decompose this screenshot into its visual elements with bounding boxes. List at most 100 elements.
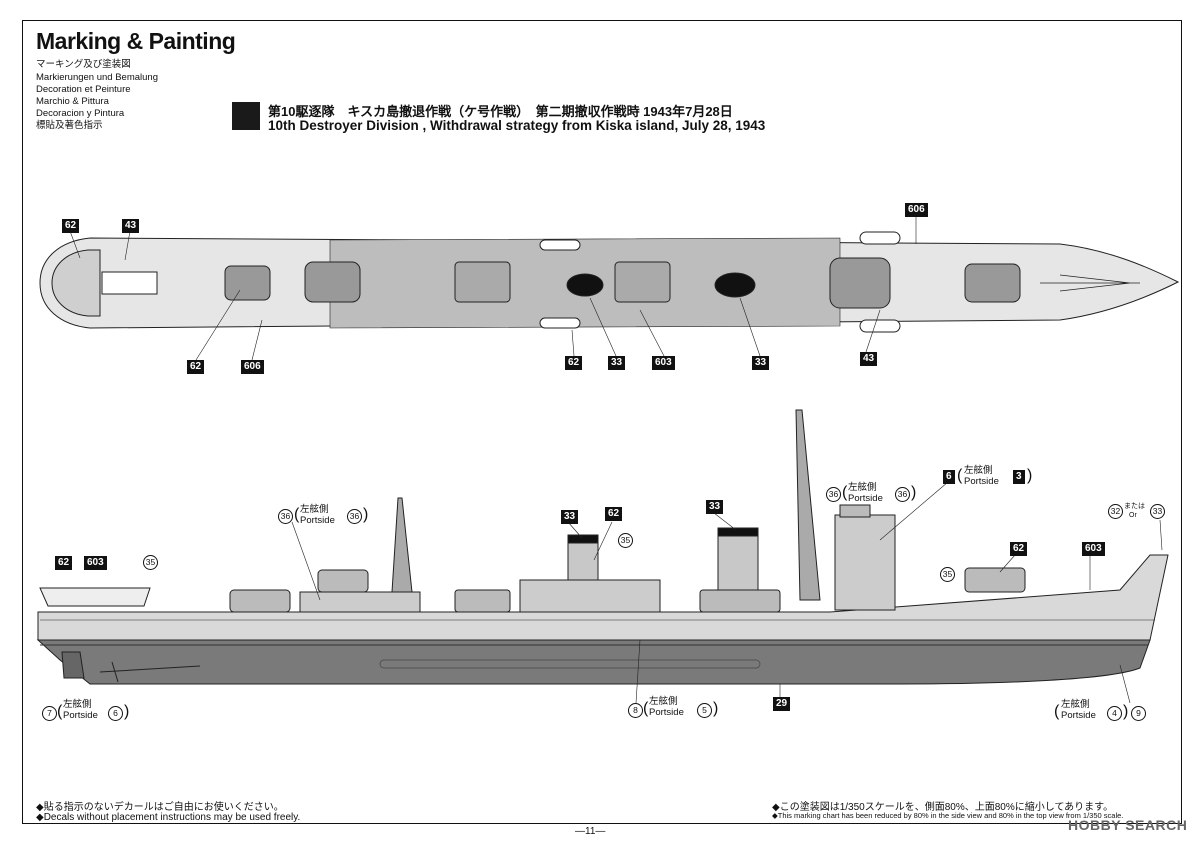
side-view-torpedo-mount-aft — [454, 589, 511, 613]
top-view-launch — [859, 231, 901, 245]
top-view-torpedo-mount-fwd — [614, 261, 671, 303]
portside-en-bridge: Portside — [848, 493, 883, 504]
paren-open-bow: ( — [1054, 703, 1060, 720]
portside-jp-stern: 左舷側 — [63, 699, 92, 710]
side-view-funnel-fwd-band — [717, 527, 759, 537]
top-view-stern-grating — [101, 271, 158, 295]
circle-8-mid: 8 — [628, 703, 643, 718]
side-view-propeller-shaft — [99, 661, 201, 683]
note-left-en: ◆Decals without placement instructions m… — [36, 812, 301, 823]
portside-jp-bow: 左舷側 — [1061, 699, 1090, 710]
top-view-aft-turret-3 — [224, 265, 271, 301]
portside-en-aft: Portside — [300, 515, 335, 526]
circle-7-stern: 7 — [42, 706, 57, 721]
subtitle-cn: 標貼及著色指示 — [36, 120, 103, 131]
circle-36-bridge-portside: 36 — [895, 487, 910, 502]
top-view-stern-deck — [51, 249, 101, 317]
callout-tag-43-stern: 43 — [122, 219, 140, 233]
side-tag-3-bridge-portside: 3 — [1013, 470, 1025, 484]
top-view-boat-port — [539, 239, 581, 251]
side-view-aft-superstructure — [299, 591, 421, 613]
top-view-fwd-turret — [964, 263, 1021, 303]
portside-en-6: Portside — [964, 476, 999, 487]
side-tag-29-hull: 29 — [773, 697, 791, 711]
circle-36-bridge: 36 — [826, 487, 841, 502]
top-view-launch-2 — [859, 319, 901, 333]
side-view-stern-boat — [39, 587, 151, 607]
scheme-title-en: 10th Destroyer Division , Withdrawal str… — [268, 118, 766, 133]
side-tag-33-aft-funnel: 33 — [561, 510, 579, 524]
circle-9-bow: 9 — [1131, 706, 1146, 721]
subtitle-es: Decoracion y Pintura — [36, 108, 125, 119]
paren-open-mid: ( — [643, 700, 649, 717]
top-view-bow-details — [1040, 274, 1140, 292]
or-jp: または — [1124, 503, 1145, 510]
top-view — [39, 215, 1180, 361]
side-view-foremast — [795, 409, 821, 601]
side-tag-603-bow: 603 — [1082, 542, 1105, 556]
side-view-rudder — [61, 651, 85, 679]
circle-32-bow: 32 — [1108, 504, 1123, 519]
portside-jp-mid: 左舷側 — [649, 696, 678, 707]
paren-close-aft: ) — [363, 506, 369, 523]
circle-33-bow: 33 — [1150, 504, 1165, 519]
paren-close-bridge: ) — [911, 484, 917, 501]
circle-35-bridge: 35 — [940, 567, 955, 582]
or-en: Or — [1129, 512, 1137, 519]
side-view — [36, 409, 1169, 704]
paren-close-bow: ) — [1123, 703, 1129, 720]
circle-4-bow: 4 — [1107, 706, 1122, 721]
paren-close-stern: ) — [124, 703, 130, 720]
subtitle-jp: マーキング及び塗装図 — [36, 59, 131, 70]
subtitle-it: Marchio & Pittura — [36, 96, 109, 107]
side-view-mainmast — [391, 497, 413, 593]
scheme-color-swatch — [232, 102, 260, 130]
top-view-boat-stbd — [539, 317, 581, 329]
circle-36-aft: 36 — [278, 509, 293, 524]
callout-tag-606-aft: 606 — [241, 360, 264, 374]
subtitle-fr: Decoration et Peinture — [36, 84, 131, 95]
paren-open-6: ( — [957, 467, 963, 484]
side-tag-62-fwd-turret: 62 — [1010, 542, 1028, 556]
top-view-funnel-fwd — [714, 272, 756, 298]
paren-close-6: ) — [1027, 467, 1033, 484]
side-view-aft-turret-2 — [317, 569, 369, 593]
top-view-bridge — [829, 257, 891, 309]
paren-open-bridge: ( — [842, 484, 848, 501]
callout-tag-62-mid: 62 — [565, 356, 583, 370]
paren-open-aft: ( — [294, 506, 300, 523]
side-view-funnel-aft-band — [567, 534, 599, 544]
callout-tag-33-fwd-funnel: 33 — [752, 356, 770, 370]
side-view-funnel-fwd — [717, 527, 759, 597]
circle-35-mid: 35 — [618, 533, 633, 548]
portside-en-mid: Portside — [649, 707, 684, 718]
page-title: Marking & Painting — [36, 28, 236, 54]
paren-open-stern: ( — [57, 703, 63, 720]
circle-6-stern: 6 — [108, 706, 123, 721]
paren-close-mid: ) — [713, 700, 719, 717]
callout-tag-62-stern: 62 — [62, 219, 80, 233]
side-view-bridge-top — [839, 504, 871, 518]
side-view-torpedo-mount-fwd — [699, 589, 781, 613]
circle-36-aft-portside: 36 — [347, 509, 362, 524]
side-tag-6-bridge: 6 — [943, 470, 955, 484]
portside-jp-bridge: 左舷側 — [848, 482, 877, 493]
callout-tag-606-bow: 606 — [905, 203, 928, 217]
note-left-jp: ◆貼る指示のないデカールはご自由にお使いください。 — [36, 802, 284, 813]
top-view-aft-turret-2 — [304, 261, 361, 303]
portside-jp-6: 左舷側 — [964, 465, 993, 476]
circle-5-mid: 5 — [697, 703, 712, 718]
side-view-aft-turret-3 — [229, 589, 291, 613]
side-tag-62-boat: 62 — [55, 556, 73, 570]
callout-tag-603-deck: 603 — [652, 356, 675, 370]
callout-tag-62-aft: 62 — [187, 360, 205, 374]
scheme-title-jp: 第10駆逐隊 キスカ島撤退作戦（ケ号作戦） 第二期撤収作戦時 1943年7月28… — [268, 104, 733, 119]
watermark: HOBBY SEARCH — [1068, 817, 1188, 833]
side-view-hull-lower — [36, 639, 1151, 685]
top-view-leader-lines — [69, 215, 917, 361]
page-frame — [22, 20, 1182, 824]
side-tag-62-mid: 62 — [605, 507, 623, 521]
portside-en-stern: Portside — [63, 710, 98, 721]
portside-jp-aft: 左舷側 — [300, 504, 329, 515]
